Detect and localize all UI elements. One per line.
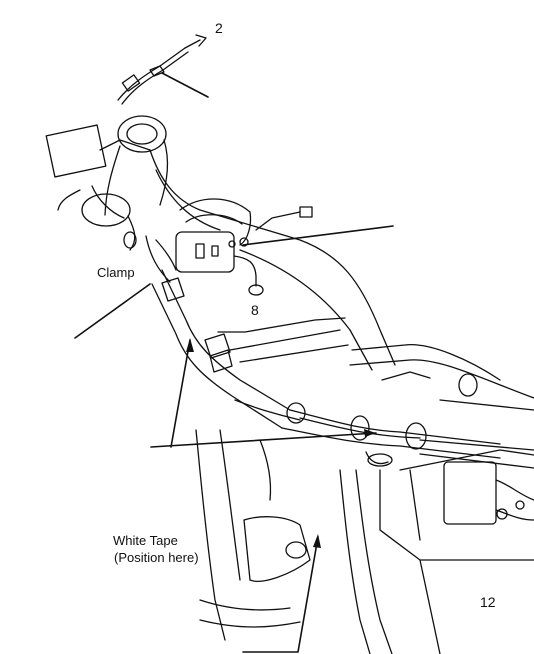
callout-number-8: 8	[251, 302, 259, 318]
harness-clamps	[162, 278, 477, 466]
wire-harness	[235, 400, 534, 468]
white-tape-label: White Tape	[113, 533, 178, 548]
throttle-cable	[118, 35, 206, 104]
leader-lines	[75, 73, 393, 652]
headstock-area	[46, 116, 167, 250]
leader-line-bottom	[243, 537, 318, 652]
page-number: 12	[480, 594, 496, 610]
leader-line-top	[162, 73, 208, 97]
engine-block	[380, 400, 534, 560]
white-tape-position-label: (Position here)	[114, 550, 199, 565]
callout-number-2: 2	[215, 20, 223, 36]
leader-line-left	[75, 284, 150, 338]
leader-line-right	[243, 226, 393, 245]
clamp-label: Clamp	[97, 265, 135, 280]
